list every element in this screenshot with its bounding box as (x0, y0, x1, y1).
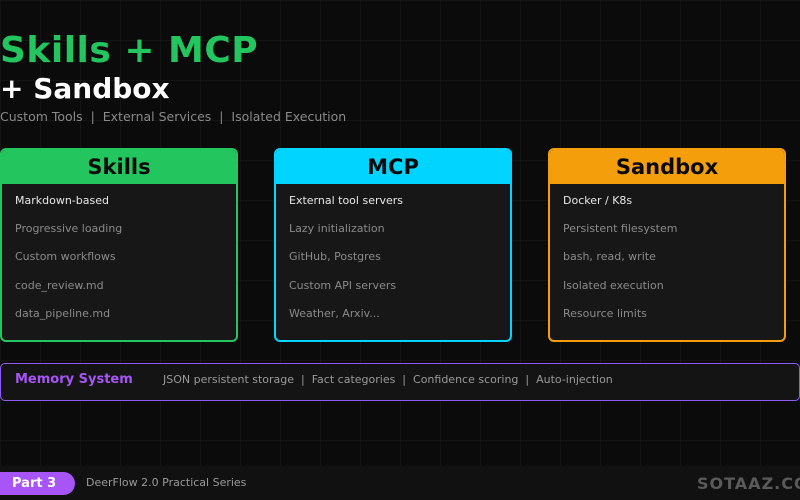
series-label: DeerFlow 2.0 Practical Series (86, 476, 247, 489)
list-item: Progressive loading (15, 222, 123, 236)
list-item: code_review.md (15, 278, 104, 292)
list-item: Custom workflows (15, 250, 116, 264)
list-item: Docker / K8s (563, 194, 633, 207)
memory-system-features: JSON persistent storage | Fact categorie… (163, 373, 613, 386)
page-subtitle: + Sandbox (0, 72, 170, 105)
sandbox-card: Sandbox Docker / K8s Persistent filesyst… (548, 148, 786, 342)
memory-system-title: Memory System (15, 372, 133, 387)
list-item: Persistent filesystem (563, 222, 678, 236)
skills-card-list: Markdown-based Progressive loading Custo… (2, 184, 236, 334)
footer: Part 3 DeerFlow 2.0 Practical Series SOT… (0, 466, 800, 500)
skills-card: Skills Markdown-based Progressive loadin… (0, 148, 238, 342)
tagline: Custom Tools | External Services | Isola… (0, 109, 347, 124)
list-item: data_pipeline.md (15, 306, 111, 320)
sandbox-card-title: Sandbox (550, 150, 784, 184)
sandbox-card-list: Docker / K8s Persistent filesystem bash,… (550, 184, 784, 334)
list-item: Resource limits (563, 306, 647, 320)
mcp-card-title: MCP (276, 150, 510, 184)
brand-logo: SOTAAZ.COM (697, 474, 800, 493)
memory-system-bar: Memory System JSON persistent storage | … (0, 363, 800, 401)
page-title: Skills + MCP (0, 30, 259, 71)
mcp-card: MCP External tool servers Lazy initializ… (274, 148, 512, 342)
list-item: Custom API servers (289, 278, 397, 292)
list-item: Isolated execution (563, 278, 664, 292)
list-item: Weather, Arxiv... (289, 306, 380, 320)
mcp-card-list: External tool servers Lazy initializatio… (276, 184, 510, 334)
list-item: External tool servers (289, 194, 404, 207)
list-item: Lazy initialization (289, 222, 385, 236)
part-badge: Part 3 (0, 472, 75, 495)
list-item: Markdown-based (15, 194, 109, 207)
list-item: bash, read, write (563, 250, 656, 264)
skills-card-title: Skills (2, 150, 236, 184)
list-item: GitHub, Postgres (289, 250, 381, 264)
